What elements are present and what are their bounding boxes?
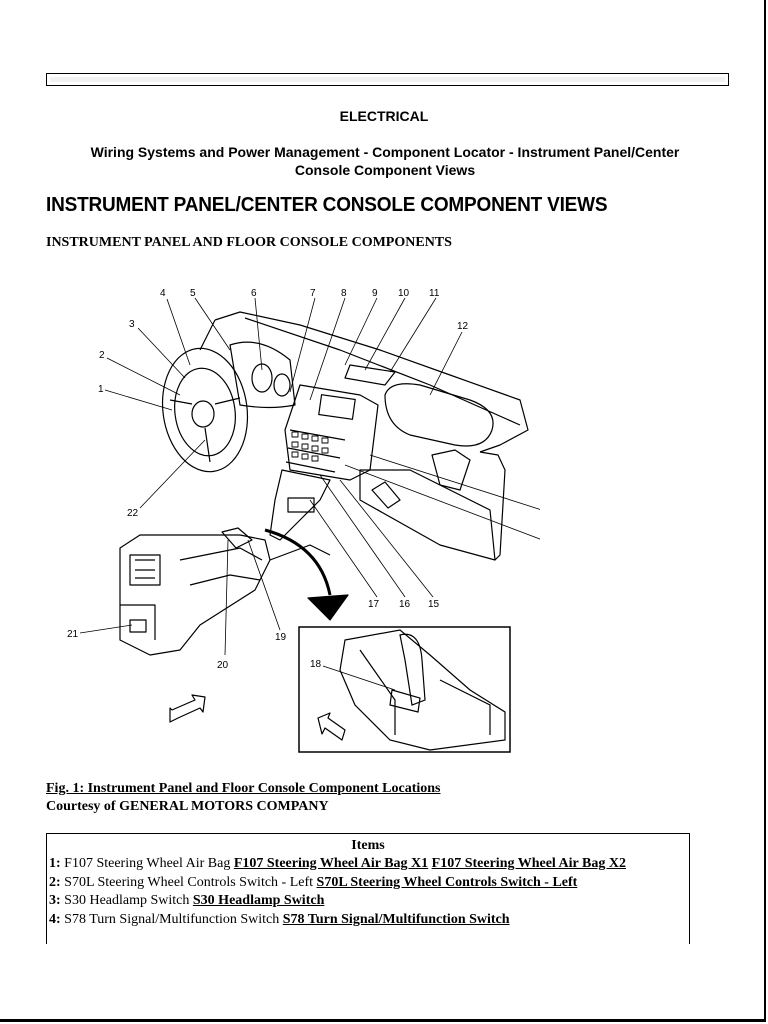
callout-15: 15 [428, 599, 440, 610]
table-row: 4: S78 Turn Signal/Multifunction Switch … [47, 911, 689, 930]
item-number: 4: [49, 911, 61, 927]
callout-16: 16 [399, 599, 411, 610]
callout-21: 21 [67, 629, 79, 640]
callout-22: 22 [127, 508, 139, 519]
item-link[interactable]: F107 Steering Wheel Air Bag X2 [431, 856, 626, 871]
callout-labels: 4 5 3 2 1 6 7 8 9 10 11 12 13 14 15 16 1… [67, 288, 469, 671]
item-text: S78 Turn Signal/Multifunction Switch [64, 911, 280, 927]
callout-10: 10 [398, 288, 410, 299]
callout-leaders [79, 297, 540, 691]
item-text: F107 Steering Wheel Air Bag [64, 856, 231, 871]
item-link[interactable]: F107 Steering Wheel Air Bag X1 [233, 856, 429, 871]
item-link[interactable]: S30 Headlamp Switch [192, 893, 325, 908]
page-header-bar [46, 73, 729, 86]
callout-9: 9 [372, 288, 378, 299]
item-text: S30 Headlamp Switch [64, 893, 190, 908]
items-table-header: Items [351, 838, 385, 853]
callout-4: 4 [160, 288, 166, 299]
component-locator-figure: 4 5 3 2 1 6 7 8 9 10 11 12 13 14 15 16 1… [67, 288, 540, 753]
item-number: 3: [49, 893, 61, 908]
callout-8: 8 [341, 288, 347, 299]
document-subtitle-line-2: Console Component Views [294, 162, 476, 178]
item-link[interactable]: S78 Turn Signal/Multifunction Switch [282, 911, 510, 927]
item-text: S70L Steering Wheel Controls Switch - Le… [64, 874, 314, 890]
figure-caption-link[interactable]: Fig. 1: Instrument Panel and Floor Conso… [46, 781, 441, 796]
callout-18: 18 [310, 659, 322, 670]
callout-1: 1 [98, 384, 104, 395]
figure-caption: Fig. 1: Instrument Panel and Floor Conso… [46, 780, 440, 816]
callout-2: 2 [99, 350, 105, 361]
callout-7: 7 [310, 288, 316, 299]
page-title: INSTRUMENT PANEL/CENTER CONSOLE COMPONEN… [46, 194, 608, 217]
callout-19: 19 [275, 632, 287, 643]
inset-detail [298, 626, 511, 753]
table-row: 2: S70L Steering Wheel Controls Switch -… [47, 874, 689, 893]
subheading: INSTRUMENT PANEL AND FLOOR CONSOLE COMPO… [46, 235, 452, 250]
item-link[interactable]: S70L Steering Wheel Controls Switch - Le… [316, 874, 578, 890]
document-subtitle-line-1: Wiring Systems and Power Management - Co… [90, 144, 680, 160]
dashboard-drawing [119, 311, 529, 741]
table-row: 1: F107 Steering Wheel Air Bag F107 Stee… [47, 855, 689, 874]
figure-courtesy: Courtesy of GENERAL MOTORS COMPANY [46, 799, 329, 814]
callout-6: 6 [251, 288, 257, 299]
callout-5: 5 [190, 288, 196, 299]
item-number: 1: [49, 856, 61, 871]
callout-3: 3 [129, 319, 135, 330]
callout-12: 12 [457, 321, 469, 332]
callout-11: 11 [429, 288, 440, 299]
item-number: 2: [49, 874, 61, 890]
table-row: 3: S30 Headlamp Switch S30 Headlamp Swit… [47, 892, 689, 911]
items-table: Items 1: F107 Steering Wheel Air Bag F10… [46, 833, 690, 944]
callout-17: 17 [368, 599, 380, 610]
section-title: ELECTRICAL [339, 108, 429, 124]
callout-20: 20 [217, 660, 229, 671]
